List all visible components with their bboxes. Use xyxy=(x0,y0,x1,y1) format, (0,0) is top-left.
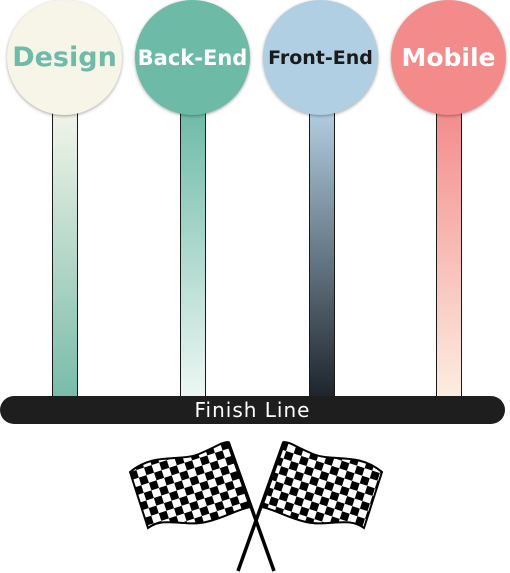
left-flag xyxy=(128,440,276,572)
front-end-lane-bar xyxy=(309,108,335,398)
checkered-flags-icon xyxy=(128,440,384,572)
finish-line: Finish Line xyxy=(0,396,505,424)
back-end-lane-label: Back-End xyxy=(137,45,248,70)
mobile-lane-bar xyxy=(436,108,462,398)
finish-line-label: Finish Line xyxy=(194,398,311,422)
design-lane-circle: Design xyxy=(7,0,122,115)
front-end-lane-label: Front-End xyxy=(268,46,373,69)
front-end-lane-circle: Front-End xyxy=(263,0,378,115)
right-flag xyxy=(236,440,384,572)
back-end-lane-circle: Back-End xyxy=(135,0,250,115)
design-lane-bar xyxy=(52,108,78,398)
mobile-lane-circle: Mobile xyxy=(391,0,506,115)
mobile-lane-label: Mobile xyxy=(401,43,496,72)
design-lane-label: Design xyxy=(12,42,117,73)
back-end-lane-bar xyxy=(180,108,206,398)
